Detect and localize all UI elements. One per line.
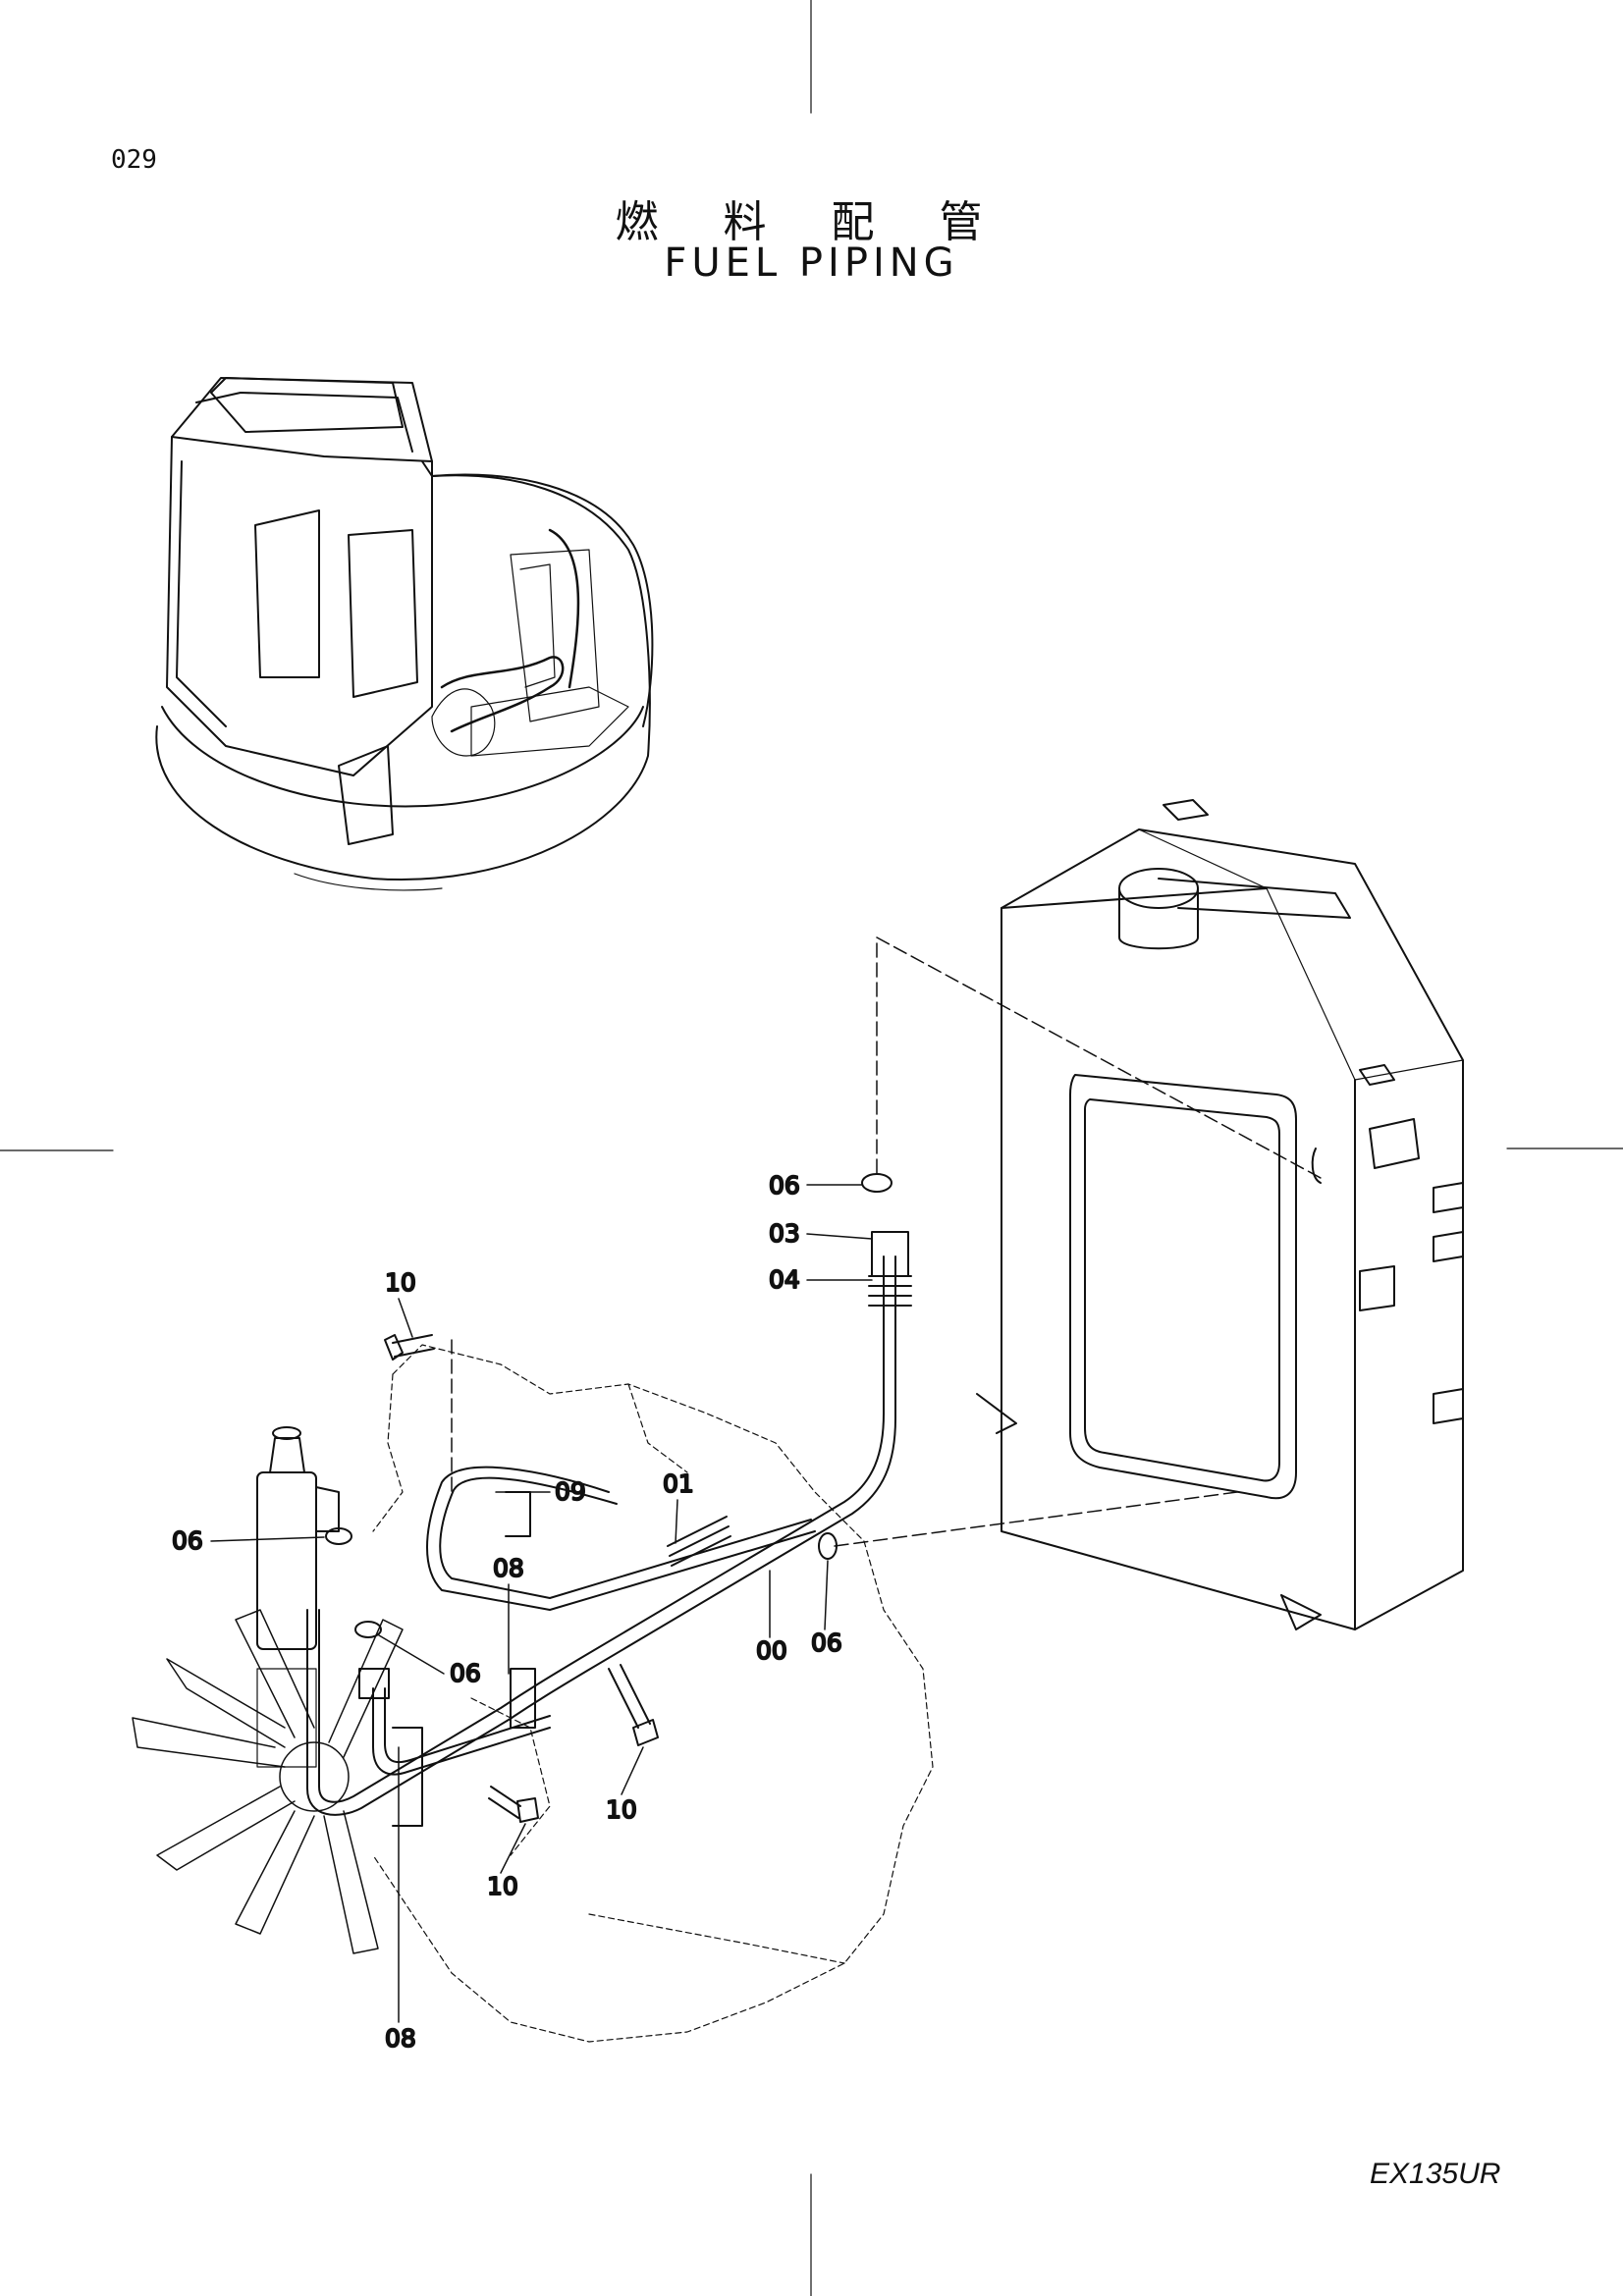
svg-text:09: 09 (555, 1477, 586, 1506)
callout-06-tank-clamp: 06 (810, 1560, 843, 1658)
svg-text:10: 10 (487, 1872, 518, 1900)
fuel-tank (976, 799, 1464, 1630)
callout-08-clamp-upper: 08 (492, 1553, 525, 1675)
reference-lines (451, 936, 1322, 1547)
hose-clamps (325, 1173, 893, 1638)
callout-10-bolt-middle: 10 (605, 1746, 644, 1825)
svg-text:08: 08 (493, 1554, 524, 1582)
svg-text:08: 08 (385, 2024, 416, 2053)
machine-overview-inset (155, 377, 654, 891)
callout-09-clip: 09 (495, 1476, 587, 1507)
svg-text:10: 10 (385, 1268, 416, 1297)
bolts (384, 1334, 659, 1823)
callout-10-bolt-lower: 10 (486, 1823, 526, 1901)
callout-labels: 06 03 04 10 09 01 (171, 1170, 873, 2054)
fuel-pipes (306, 1231, 912, 1827)
svg-text:04: 04 (769, 1265, 800, 1294)
callout-08-clamp-lower: 08 (384, 1746, 417, 2054)
svg-text:10: 10 (606, 1795, 637, 1824)
page-number: 029 (111, 145, 157, 175)
page-title-japanese: 燃 料 配 管 (615, 197, 1008, 247)
svg-text:06: 06 (811, 1629, 842, 1657)
callout-04-spring: 04 (768, 1264, 873, 1295)
engine-outline (372, 1344, 934, 2043)
svg-text:01: 01 (663, 1469, 694, 1498)
callout-03-hose: 03 (768, 1218, 873, 1249)
fuel-filter (256, 1426, 340, 1768)
svg-text:06: 06 (769, 1171, 800, 1200)
callout-10-bolt-top: 10 (384, 1267, 417, 1338)
callout-06-filter-clamp: 06 (171, 1525, 325, 1556)
svg-text:00: 00 (756, 1636, 787, 1665)
callout-06-pipe-clamp: 06 (378, 1634, 482, 1688)
callout-00-assembly: 00 (755, 1570, 788, 1666)
svg-text:06: 06 (450, 1659, 481, 1687)
callout-06-return-clamp: 06 (768, 1170, 863, 1201)
cooling-fan (132, 1609, 404, 1954)
model-code: EX135UR (1370, 2158, 1501, 2190)
svg-text:03: 03 (769, 1219, 800, 1248)
callout-01-pipe: 01 (662, 1468, 695, 1544)
svg-text:06: 06 (172, 1526, 203, 1555)
page-title: FUEL PIPING (664, 240, 959, 286)
